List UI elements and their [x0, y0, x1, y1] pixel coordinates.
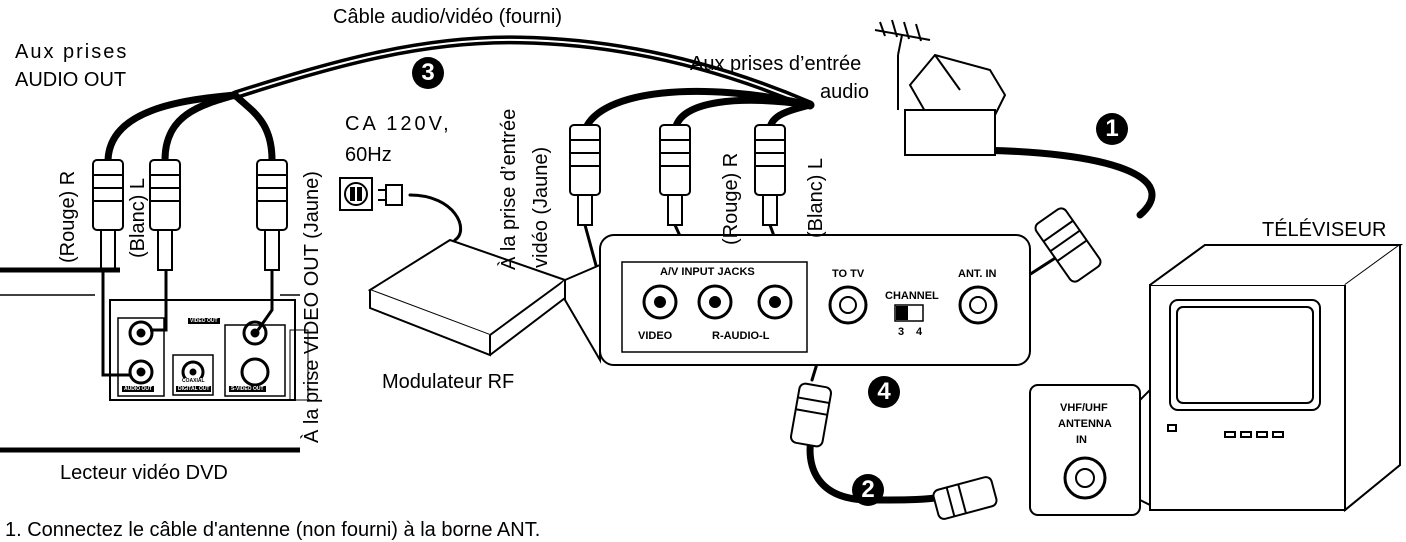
step-2-badge: 2 [852, 474, 884, 506]
aux-in-label-line1: Aux prises d’entrée [690, 53, 862, 75]
ac-label-line1: CA 120V, [345, 113, 452, 135]
coaxial-label: COAXIAL [180, 378, 207, 384]
television [1149, 244, 1404, 513]
tv-cable-connector [789, 382, 998, 520]
video-out-label: À la prise VIDEO OUT (Jaune) [301, 171, 323, 443]
video-in-label-line1: À la prise d’entrée [498, 108, 520, 270]
antenna-cable [956, 146, 1156, 219]
video-out-jack-label: VIDEO OUT [188, 318, 220, 324]
step-1-badge: 1 [1096, 113, 1128, 145]
audio-out-jack-label: AUDIO OUT [122, 386, 155, 392]
rca-plug-in-video [569, 124, 601, 226]
power-outlet [339, 177, 403, 211]
tv-jack-label-line2: ANTENNA [1058, 418, 1112, 430]
red-r-label: (Rouge) R [57, 170, 79, 263]
ant-in-label: ANT. IN [958, 268, 997, 280]
aux-out-label-line2: AUDIO OUT [15, 69, 127, 91]
tv-jack-label-line3: IN [1076, 434, 1087, 446]
rca-plug-in-l [754, 124, 786, 226]
ac-label-line2: 60Hz [345, 144, 392, 166]
cable-label: Câble audio/vidéo (fourni) [333, 6, 563, 28]
channel-label: CHANNEL [885, 290, 939, 302]
white-l-label: (Blanc) L [127, 177, 149, 258]
power-cord [408, 193, 463, 242]
to-tv-label: TO TV [832, 268, 865, 280]
tv-label: TÉLÉVISEUR [1262, 219, 1387, 241]
step-4-badge: 4 [868, 376, 900, 408]
dvd-player-label: Lecteur vidéo DVD [60, 462, 228, 484]
rf-modulator [367, 238, 568, 357]
modulator-panel [564, 234, 1031, 366]
antenna-connector [1034, 207, 1102, 283]
instruction-text: 1. Connectez le câble d'antenne (non fou… [5, 519, 541, 541]
channel-3-label: 3 [898, 326, 905, 338]
digital-out-jack-label: DIGITAL OUT [176, 386, 212, 392]
channel-4-label: 4 [916, 326, 923, 338]
aux-in-label-line2: audio [820, 81, 869, 103]
rf-modulator-label: Modulateur RF [382, 371, 515, 393]
rca-plug-r [92, 159, 124, 271]
white-l-in-label: (Blanc) L [805, 157, 827, 238]
tv-antenna-jack [1029, 384, 1151, 516]
svideo-out-jack-label: S-VIDEO OUT [229, 386, 266, 392]
red-r-in-label: (Rouge) R [720, 152, 742, 245]
house-antenna-icon [874, 19, 1007, 156]
aux-out-label-line1: Aux prises [15, 41, 129, 63]
video-in-label-line2: vidéo (Jaune) [530, 146, 552, 268]
video-jack-label: VIDEO [638, 330, 673, 342]
av-input-jacks-label: A/V INPUT JACKS [660, 266, 755, 278]
step-3-badge: 3 [412, 57, 444, 89]
rca-plug-video [256, 159, 288, 271]
tv-jack-label-line1: VHF/UHF [1060, 402, 1108, 414]
dvd-player [0, 267, 309, 453]
rca-plug-in-r [659, 124, 691, 226]
r-audio-l-label: R-AUDIO-L [712, 330, 770, 342]
rca-plug-l [149, 159, 181, 271]
